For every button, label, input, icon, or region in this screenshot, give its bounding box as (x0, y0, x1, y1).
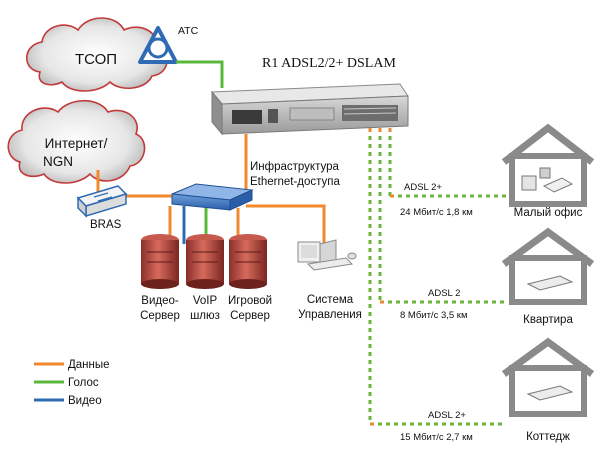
link-apartment-tech: ADSL 2 (428, 288, 460, 299)
voip-gateway-icon (186, 234, 224, 289)
exchange-icon (138, 26, 178, 64)
management-computer-icon (297, 239, 357, 271)
voip-gateway-label-line1: VoIP (193, 295, 218, 307)
ethernet-switch-icon (171, 183, 254, 211)
dslam-title: R1 ADSL2/2+ DSLAM (262, 56, 396, 71)
link-office-speed: 24 Мбит/с 1,8 км (400, 207, 473, 218)
link-apartment-speed: 8 Мбит/с 3,5 км (400, 310, 468, 321)
site-cottage-label: Коттедж (526, 431, 570, 443)
legend-voice-label: Голос (68, 377, 99, 389)
apartment-house-icon (501, 227, 595, 305)
internet-cloud-label-line2: NGN (43, 154, 73, 169)
voip-gateway-label-line2: шлюз (190, 310, 220, 322)
bras-label: BRAS (90, 219, 122, 231)
video-server-label-line1: Видео- (141, 295, 179, 307)
internet-cloud-label-line1: Интернет/ (45, 136, 108, 151)
dslam-device (210, 83, 409, 136)
link-cottage-speed: 15 Мбит/с 2,7 км (400, 432, 473, 443)
link-cottage-tech: ADSL 2+ (428, 410, 466, 421)
dsl-trunk-lines (368, 128, 506, 426)
site-apartment-label: Квартира (523, 314, 573, 326)
internet-cloud: Интернет/ NGN (7, 100, 146, 184)
voice-link-ats-dslam (176, 60, 224, 88)
game-server-label-line1: Игровой (228, 295, 272, 307)
infrastructure-label-line2: Ethernet-доступа (250, 176, 341, 188)
game-server-label-line2: Сервер (230, 310, 270, 322)
pstn-cloud-label: ТСОП (75, 51, 117, 68)
infrastructure-label-line1: Инфраструктура (250, 161, 339, 173)
bras-router-icon (76, 185, 128, 218)
exchange-label: АТС (178, 25, 199, 37)
legend-video-label: Видео (68, 395, 102, 407)
data-link-switch-management (246, 204, 326, 254)
legend: Данные Голос Видео (34, 359, 110, 407)
small-office-house-icon (501, 123, 595, 207)
link-office-tech: ADSL 2+ (404, 182, 442, 193)
game-server-icon (229, 234, 267, 289)
management-label-line1: Система (307, 294, 354, 306)
legend-data-label: Данные (68, 359, 110, 371)
video-server-icon (141, 234, 179, 289)
site-small-office-label: Малый офис (514, 207, 583, 219)
cottage-house-icon (501, 337, 595, 417)
video-server-label-line2: Сервер (140, 310, 180, 322)
management-label-line2: Управления (298, 309, 362, 321)
